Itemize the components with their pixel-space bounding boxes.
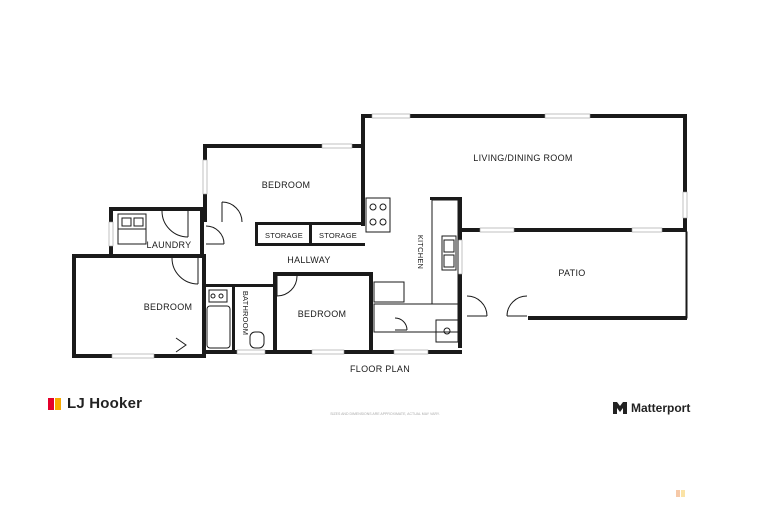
- matterport-logo: Matterport: [613, 401, 690, 415]
- room-label-bathroom: BATHROOM: [241, 291, 250, 335]
- room-label-bedroom-top: BEDROOM: [262, 180, 311, 190]
- matterport-name: Matterport: [631, 401, 691, 415]
- room-label-storage-1: STORAGE: [265, 231, 303, 240]
- doors: [161, 201, 528, 331]
- windows: [108, 113, 688, 359]
- room-label-storage-2: STORAGE: [319, 231, 357, 240]
- room-label-laundry: LAUNDRY: [147, 240, 192, 250]
- room-label-kitchen: KITCHEN: [416, 235, 425, 269]
- room-label-hallway: HALLWAY: [287, 255, 330, 265]
- disclaimer-text: SIZES AND DIMENSIONS ARE APPROXIMATE, AC…: [330, 412, 440, 416]
- floor-plan-caption: FLOOR PLAN: [350, 364, 410, 374]
- room-label-living-dining: LIVING/DINING ROOM: [473, 153, 572, 163]
- matterport-logo-icon: [613, 402, 627, 414]
- lj-hooker-name: LJ Hooker: [67, 395, 143, 412]
- lj-hooker-mark-icon: [48, 397, 61, 410]
- room-label-bedroom-left: BEDROOM: [144, 302, 193, 312]
- walls: [72, 114, 688, 358]
- corner-watermark-icon: [676, 490, 685, 497]
- fixtures: [117, 197, 459, 353]
- lj-hooker-logo: LJ Hooker: [48, 395, 142, 412]
- room-label-bedroom-middle: BEDROOM: [298, 309, 347, 319]
- room-label-patio: PATIO: [558, 268, 585, 278]
